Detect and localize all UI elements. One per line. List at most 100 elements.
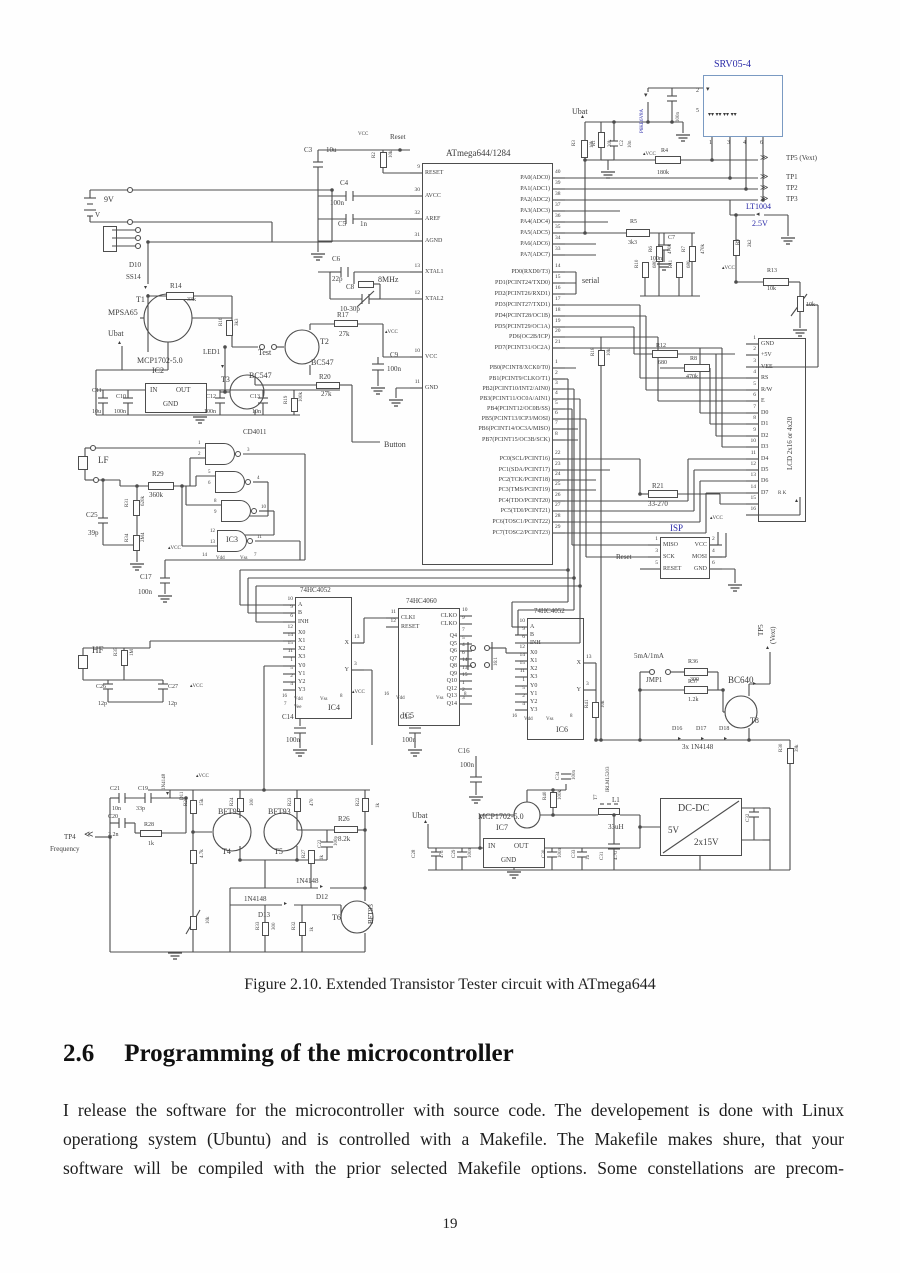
schematic-wires (82, 87, 819, 960)
schematic-label: 6 (208, 481, 211, 486)
schematic-label: D10 (129, 261, 142, 269)
schematic-label: D16 (672, 726, 683, 732)
resistor-body (626, 229, 650, 237)
schematic-label: ≪ (84, 829, 94, 839)
resistor-body (133, 500, 140, 516)
pin-name: PD7(PCINT31/OC2A) (494, 345, 550, 351)
schematic-label: 47u (440, 850, 445, 859)
resistor-body (140, 830, 162, 837)
schematic-label: 1k (310, 927, 315, 932)
pin-number: 6 (555, 410, 558, 416)
schematic-label: 100n (138, 588, 152, 596)
schematic-label: IC7 (496, 823, 508, 832)
nand-gate (217, 530, 253, 552)
schematic-label: R40 (543, 791, 548, 800)
pin-number: 13 (414, 263, 421, 269)
pin-number: 12 (287, 624, 294, 630)
pin-name: Q13 (446, 693, 457, 699)
pin-number: 12 (390, 618, 397, 624)
pin-name: X2 (530, 666, 538, 672)
schematic-label: R1 (592, 140, 597, 146)
pin-number: 9 (753, 427, 756, 433)
section-number: 2.6 (63, 1040, 95, 1067)
pin-name: PD1(PCINT24/TXD0) (495, 280, 550, 286)
schematic-label: 360k (149, 491, 163, 499)
schematic-label: 1N4148 (244, 895, 267, 903)
resistor-body (190, 850, 197, 864)
schematic-label: 7 (284, 702, 287, 707)
schematic-label: Test (258, 348, 272, 357)
resistor-body (642, 262, 649, 278)
pin-number: 4 (753, 369, 756, 375)
schematic-label: 3 (727, 140, 730, 146)
schematic-label: ▴ (766, 645, 770, 651)
schematic-label: 5mA/1mA (634, 652, 664, 660)
schematic-label: R4 (661, 148, 669, 154)
schematic-label: Vee (294, 705, 302, 710)
schematic-label: GND (501, 856, 517, 864)
schematic-label: ≫ (760, 183, 769, 192)
schematic-label: IC3 (226, 535, 238, 544)
schematic-label: Button (384, 440, 406, 449)
schematic-label: T6 (332, 913, 341, 922)
schematic-label: 680 (687, 260, 692, 269)
schematic-label: 10n (112, 806, 121, 812)
schematic-label: BFT93 (367, 904, 375, 924)
schematic-label: C4 (340, 179, 349, 187)
schematic-label: R16 (219, 317, 224, 326)
schematic-label: OUT (176, 386, 191, 394)
ic-box-isp (660, 537, 710, 579)
schematic-label: T5 (274, 847, 283, 856)
pin-name: X3 (530, 674, 538, 680)
pin-number: 15 (519, 660, 526, 666)
schematic-label: R18 (591, 347, 596, 356)
pin-name: D4 (761, 456, 769, 462)
resistor-body (133, 535, 140, 551)
pin-number: 9 (417, 164, 420, 170)
schematic-label: IN (150, 386, 158, 394)
pin-number: 33 (555, 246, 561, 252)
pin-number: 14 (750, 484, 757, 490)
schematic-label: ▸ (724, 736, 728, 742)
schematic-label: 4 (257, 476, 260, 481)
pin-name: X3 (298, 654, 306, 660)
schematic-label: 5 (208, 470, 211, 475)
pin-number: 6 (290, 613, 293, 619)
pin-number: 15 (555, 274, 561, 280)
pin-name: B (298, 610, 303, 616)
schematic-label: 33-270 (648, 500, 668, 508)
pin-number: 12 (414, 290, 421, 296)
schematic-label: 680 (653, 260, 658, 269)
schematic-label: TP3 (786, 195, 798, 203)
pin-number: 34 (555, 235, 561, 241)
schematic-label: ▾▾ ▾▾ ▾▾ ▾▾ (708, 112, 737, 118)
pin-name: XTAL1 (425, 269, 444, 275)
pin-number: 3 (462, 695, 465, 701)
resistor-body (655, 156, 681, 164)
schematic-label: 100n (460, 761, 474, 769)
resistor-body (598, 350, 605, 366)
schematic-label: IN (488, 842, 496, 850)
schematic-label: ATmega644/1284 (446, 148, 511, 158)
schematic-label: 100n (650, 256, 662, 262)
pin-name: AREF (425, 216, 441, 222)
schematic-label: 1N4148 (162, 773, 167, 790)
schematic-label: C31 (600, 851, 605, 860)
schematic-label: R19 (284, 395, 289, 404)
pin-name: PD5(PCINT29/OC1A) (494, 324, 550, 330)
schematic-label: TP5 (757, 624, 765, 636)
resistor-body (148, 482, 174, 490)
section-heading: 2.6 Programming of the microcontroller (63, 1040, 843, 1068)
schematic-label: Vss (436, 696, 444, 701)
ic-box-ic5 (398, 608, 460, 726)
pin-name: GND (694, 566, 707, 572)
schematic-label: T2 (320, 337, 329, 346)
schematic-label: 9 (214, 510, 217, 515)
pin-number: 2 (290, 673, 293, 679)
resistor-body (598, 132, 605, 148)
schematic-label: R25 (184, 797, 189, 806)
schematic-label: ▾ (166, 791, 170, 797)
schematic-label: R31 (125, 498, 130, 507)
schematic-label: IC6 (556, 725, 568, 734)
pin-number: 11 (287, 648, 293, 654)
